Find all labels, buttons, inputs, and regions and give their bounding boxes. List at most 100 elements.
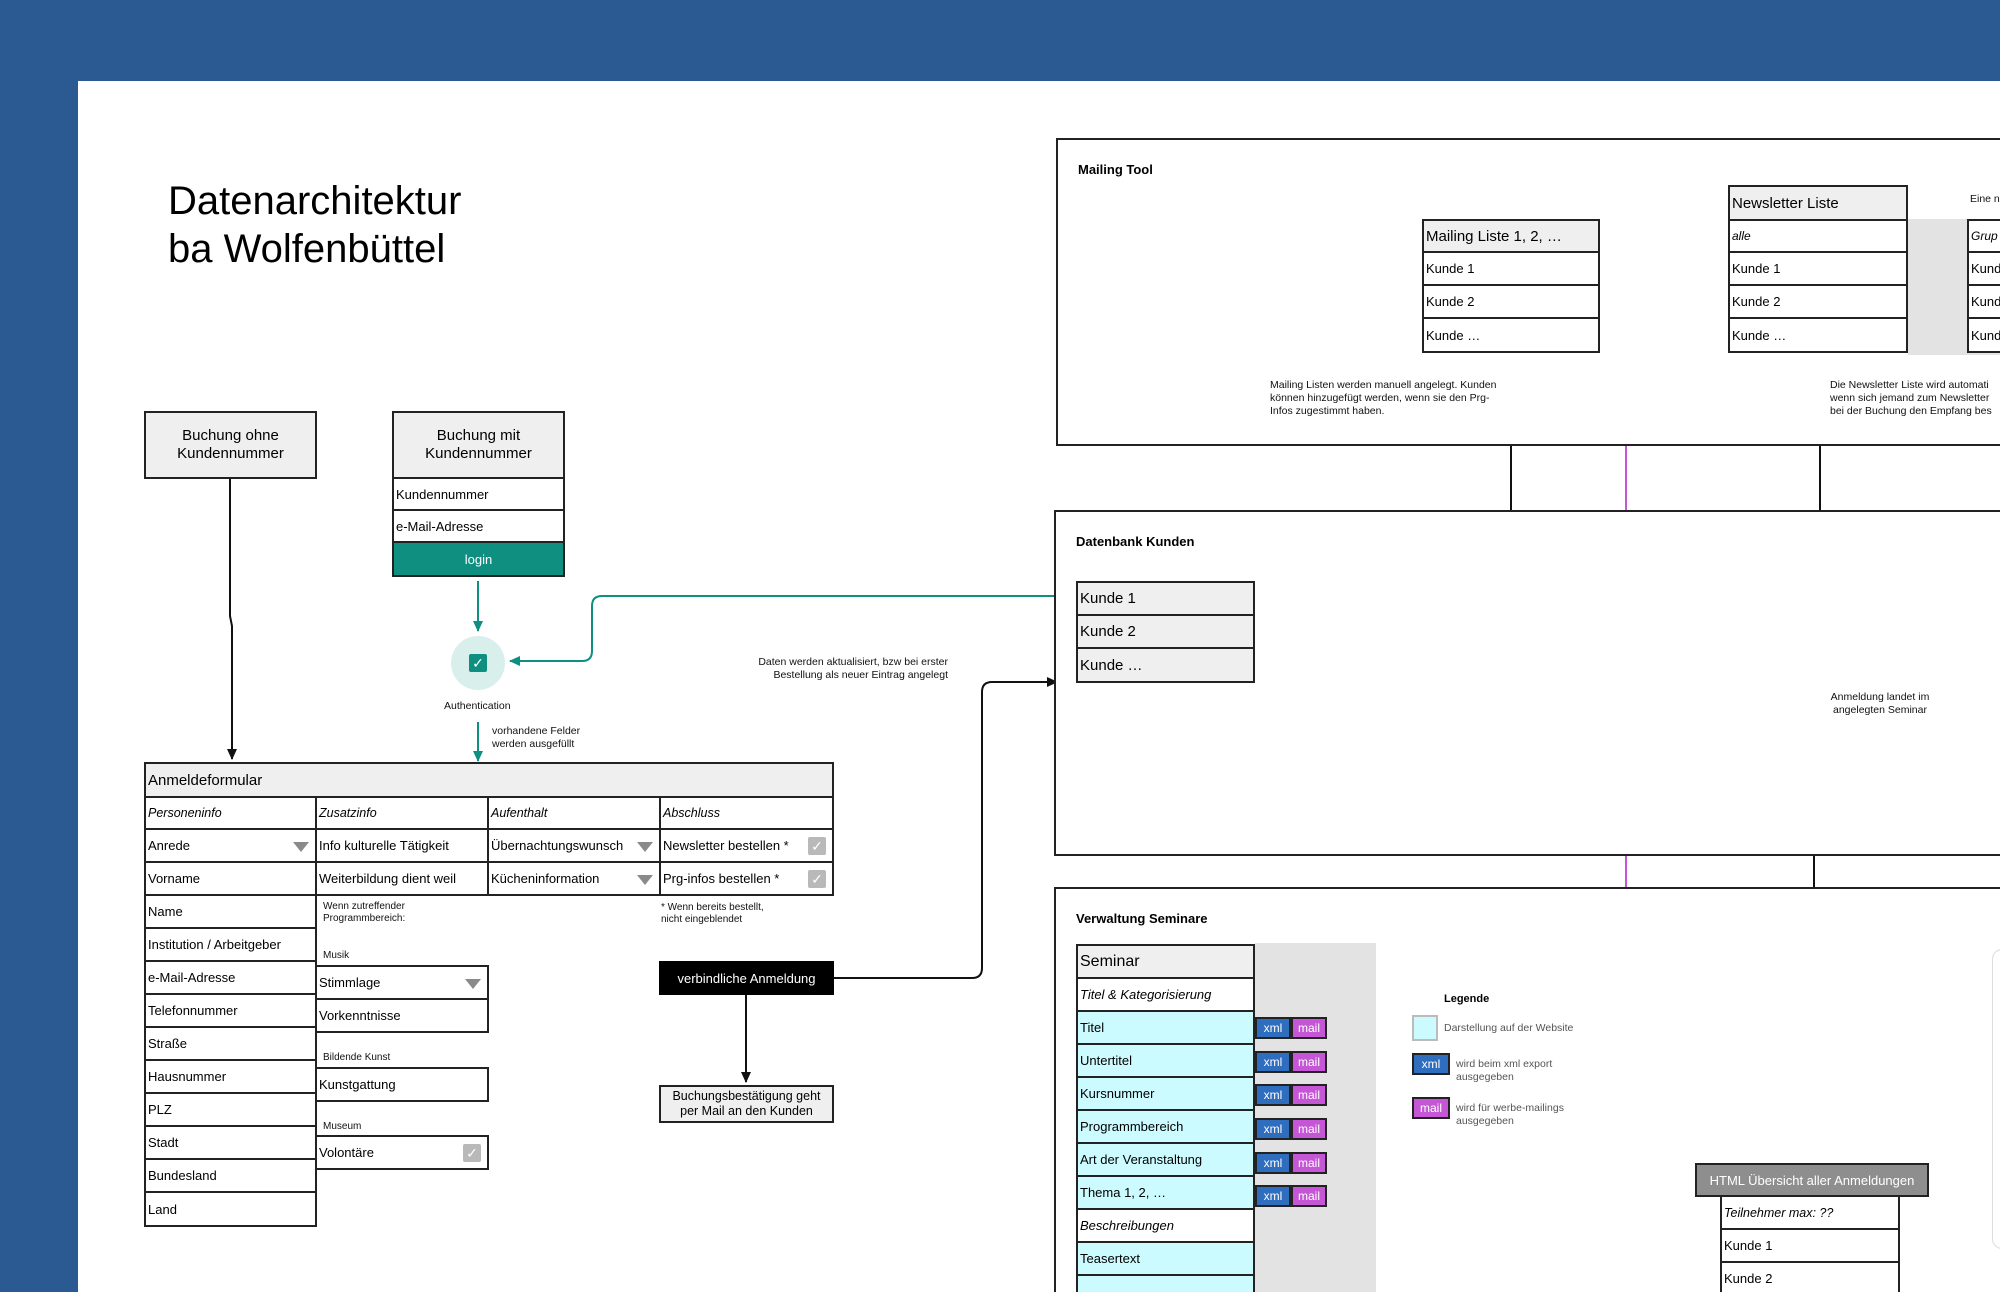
seminar-field: Art der Veranstaltung — [1076, 1142, 1255, 1177]
abschluss-note: * Wenn bereits bestellt, nicht eingeblen… — [661, 902, 764, 925]
field-info-kulturell[interactable]: Info kulturelle Tätigkeit — [315, 828, 489, 863]
newsletter-item: Kunde … — [1728, 317, 1908, 353]
field-name[interactable]: Name — [144, 894, 317, 929]
label-museum: Museum — [323, 1121, 362, 1132]
auth-circle: ✓ — [451, 636, 505, 690]
db-item: Kunde … — [1076, 647, 1255, 683]
prg-infos-label: Prg-infos bestellen * — [663, 871, 780, 886]
mail-tag: mail — [1291, 1118, 1327, 1140]
title-line-1: Datenarchitektur — [168, 179, 462, 223]
col-personeninfo: Personeninfo — [144, 796, 317, 830]
field-volontaere[interactable]: Volontäre ✓ — [315, 1135, 489, 1170]
xml-tag: xml — [1255, 1185, 1291, 1207]
html-overview-item: Kunde 1 — [1720, 1228, 1900, 1263]
field-institution[interactable]: Institution / Arbeitgeber — [144, 927, 317, 962]
checkbox-icon[interactable]: ✓ — [463, 1143, 481, 1162]
seminar-field: Thema 1, 2, … — [1076, 1175, 1255, 1210]
db-title: Datenbank Kunden — [1076, 534, 1195, 549]
field-prg-infos[interactable]: Prg-infos bestellen * ✓ — [659, 861, 834, 896]
field-kunstgattung[interactable]: Kunstgattung — [315, 1067, 489, 1102]
col-aufenthalt: Aufenthalt — [487, 796, 661, 830]
mailing-list-item: Kunde … — [1422, 317, 1600, 353]
field-newsletter[interactable]: Newsletter bestellen * ✓ — [659, 828, 834, 863]
mailing-list-header: Mailing Liste 1, 2, … — [1422, 219, 1600, 253]
seminar-shade — [1255, 943, 1376, 1292]
field-bundesland[interactable]: Bundesland — [144, 1158, 317, 1193]
mail-tag: mail — [1291, 1084, 1327, 1106]
field-strasse[interactable]: Straße — [144, 1026, 317, 1061]
newsletter-label: Newsletter bestellen * — [663, 838, 789, 853]
group-item: Kund — [1967, 251, 2000, 286]
auth-note: vorhandene Felder werden ausgefüllt — [492, 725, 581, 750]
legend-xml-text: wird beim xml export ausgegeben — [1456, 1058, 1553, 1083]
dropdown-icon — [293, 841, 309, 852]
field-anrede[interactable]: Anrede — [144, 828, 317, 863]
arrow-submit-to-db — [833, 677, 1058, 979]
field-kuechen[interactable]: Kücheninformation — [487, 861, 661, 896]
field-uebernachtung[interactable]: Übernachtungswunsch — [487, 828, 661, 863]
field-hausnummer[interactable]: Hausnummer — [144, 1059, 317, 1094]
seminar-field: Untertitel — [1076, 1043, 1255, 1078]
field-email-form[interactable]: e-Mail-Adresse — [144, 960, 317, 995]
field-vorname[interactable]: Vorname — [144, 861, 317, 896]
top-right-note: Eine n — [1970, 193, 2000, 205]
login-button[interactable]: login — [392, 541, 565, 577]
arrow-booking-to-form — [227, 479, 237, 760]
legend-website: Darstellung auf der Website — [1444, 1022, 1574, 1034]
seminar-field: Titel — [1076, 1010, 1255, 1045]
dropdown-icon — [637, 841, 653, 852]
submit-button[interactable]: verbindliche Anmeldung — [659, 961, 834, 995]
update-note: Daten werden aktualisiert, bzw bei erste… — [758, 656, 948, 681]
xml-tag: xml — [1255, 1084, 1291, 1106]
seminar-group1: Titel & Kategorisierung — [1076, 977, 1255, 1012]
group-sub: Grup — [1967, 219, 2000, 253]
col-abschluss: Abschluss — [659, 796, 834, 830]
legend-mail-tag: mail — [1412, 1097, 1450, 1119]
db-item: Kunde 1 — [1076, 581, 1255, 616]
field-email[interactable]: e-Mail-Adresse — [392, 509, 565, 543]
mailing-tool-title: Mailing Tool — [1078, 162, 1153, 177]
mailing-list-item: Kunde 1 — [1422, 251, 1600, 286]
stimmlage-label: Stimmlage — [319, 975, 381, 990]
auth-label: Authentication — [444, 700, 511, 712]
col-zusatzinfo: Zusatzinfo — [315, 796, 489, 830]
volontaere-label: Volontäre — [319, 1145, 374, 1160]
newsletter-item: Kunde 2 — [1728, 284, 1908, 319]
xml-tag: xml — [1255, 1118, 1291, 1140]
xml-tag: xml — [1255, 1017, 1291, 1039]
check-icon: ✓ — [469, 654, 487, 672]
form-title: Anmeldeformular — [144, 762, 834, 798]
dropdown-icon — [637, 874, 653, 885]
seminar-title: Verwaltung Seminare — [1076, 911, 1208, 926]
field-telefon[interactable]: Telefonnummer — [144, 993, 317, 1028]
checkbox-icon[interactable]: ✓ — [808, 869, 826, 888]
html-overview-item: Kunde 2 — [1720, 1261, 1900, 1292]
newsletter-header: Newsletter Liste — [1728, 185, 1908, 221]
title-line-2: ba Wolfenbüttel — [168, 227, 446, 271]
seminar-group2: Beschreibungen — [1076, 1208, 1255, 1243]
newsletter-sub: alle — [1728, 219, 1908, 253]
legend-xml-tag: xml — [1412, 1053, 1450, 1075]
xml-tag: xml — [1255, 1051, 1291, 1073]
field-vorkenntnisse[interactable]: Vorkenntnisse — [315, 998, 489, 1033]
db-note: Anmeldung landet im angelegten Seminar — [1830, 691, 1930, 716]
field-weiterbildung[interactable]: Weiterbildung dient weil — [315, 861, 489, 896]
db-item: Kunde 2 — [1076, 614, 1255, 649]
field-plz[interactable]: PLZ — [144, 1092, 317, 1127]
checkbox-icon[interactable]: ✓ — [808, 836, 826, 855]
newsletter-note: Die Newsletter Liste wird automati wenn … — [1830, 379, 1992, 417]
booking-with-number: Buchung mit Kundennummer — [392, 411, 565, 479]
mail-tag: mail — [1291, 1017, 1327, 1039]
field-stimmlage[interactable]: Stimmlage — [315, 965, 489, 1000]
legend-mail-text: wird für werbe-mailings ausgegeben — [1456, 1102, 1564, 1127]
html-overview-header: HTML Übersicht aller Anmeldungen — [1695, 1163, 1929, 1197]
field-stadt[interactable]: Stadt — [144, 1125, 317, 1160]
field-land[interactable]: Land — [144, 1191, 317, 1227]
diagram-sheet: Datenarchitektur ba Wolfenbüttel Buchung… — [78, 81, 2000, 1292]
field-kundennummer[interactable]: Kundennummer — [392, 477, 565, 511]
arrow-db-to-auth — [509, 595, 1054, 666]
seminar-field — [1076, 1274, 1255, 1292]
anrede-label: Anrede — [148, 838, 190, 853]
page-title: Datenarchitektur ba Wolfenbüttel — [168, 177, 461, 273]
legend-swatch-website — [1412, 1015, 1438, 1041]
